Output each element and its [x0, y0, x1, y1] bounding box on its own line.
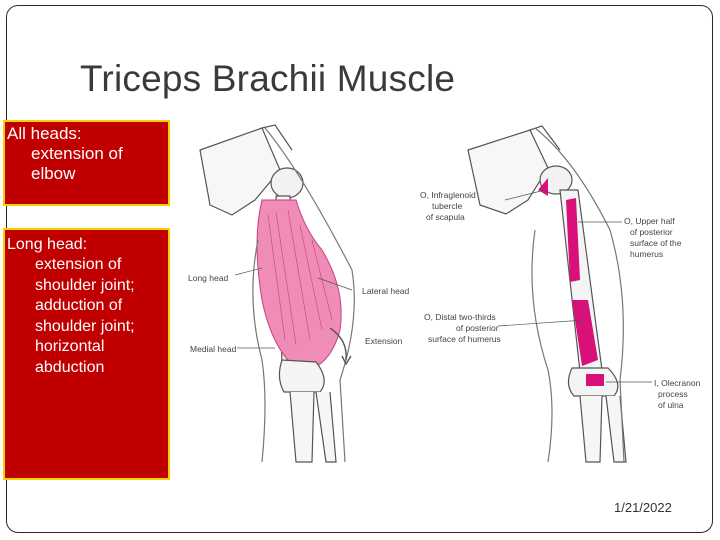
- slide-title: Triceps Brachii Muscle: [80, 58, 456, 99]
- extension-label: Extension: [365, 336, 403, 346]
- long-head-box: Long head: extension of shoulder joint; …: [3, 228, 170, 480]
- long-head-line: shoulder joint;: [35, 276, 135, 294]
- triceps-anatomy-illustration: Long head Lateral head Medial head Exten…: [188, 124, 701, 463]
- long-head-line: shoulder joint;: [35, 317, 135, 335]
- svg-text:of posterior: of posterior: [630, 227, 673, 237]
- svg-text:O, Distal two-thirds: O, Distal two-thirds: [424, 312, 496, 322]
- all-heads-box: All heads: extension of elbow: [3, 120, 170, 206]
- long-head-heading: Long head:: [7, 236, 88, 253]
- slide-date: 1/21/2022: [614, 500, 672, 515]
- svg-text:humerus: humerus: [630, 249, 663, 259]
- svg-text:surface of humerus: surface of humerus: [428, 334, 501, 344]
- distal-two-thirds-label: O, Distal two-thirds of posterior surfac…: [424, 312, 501, 344]
- long-head-line: adduction of: [35, 297, 123, 314]
- lateral-head-label: Lateral head: [362, 286, 410, 296]
- svg-text:process: process: [658, 389, 688, 399]
- medial-head-label: Medial head: [190, 344, 237, 354]
- olecranon-label: I, Olecranon process of ulna: [654, 378, 701, 410]
- svg-text:I, Olecranon: I, Olecranon: [654, 378, 701, 388]
- long-head-line: extension of: [35, 256, 122, 273]
- long-head-line: horizontal: [35, 338, 105, 355]
- left-arm-muscle-view: [199, 124, 355, 463]
- right-arm-attachment-view: [467, 125, 652, 463]
- all-heads-line: elbow: [31, 164, 76, 183]
- svg-text:of posterior: of posterior: [456, 323, 499, 333]
- svg-text:O, Infraglenoid: O, Infraglenoid: [420, 190, 476, 200]
- all-heads-heading: All heads:: [7, 124, 82, 143]
- long-head-label: Long head: [188, 273, 228, 283]
- long-head-line: abduction: [35, 358, 105, 376]
- infraglenoid-label: O, Infraglenoid tubercle of scapula: [420, 190, 476, 222]
- svg-text:tubercle: tubercle: [432, 201, 463, 211]
- all-heads-line: extension of: [31, 144, 123, 163]
- svg-text:of scapula: of scapula: [426, 212, 465, 222]
- upper-half-label: O, Upper half of posterior surface of th…: [624, 216, 682, 259]
- svg-text:O, Upper half: O, Upper half: [624, 216, 675, 226]
- svg-text:of ulna: of ulna: [658, 400, 684, 410]
- svg-text:surface of the: surface of the: [630, 238, 682, 248]
